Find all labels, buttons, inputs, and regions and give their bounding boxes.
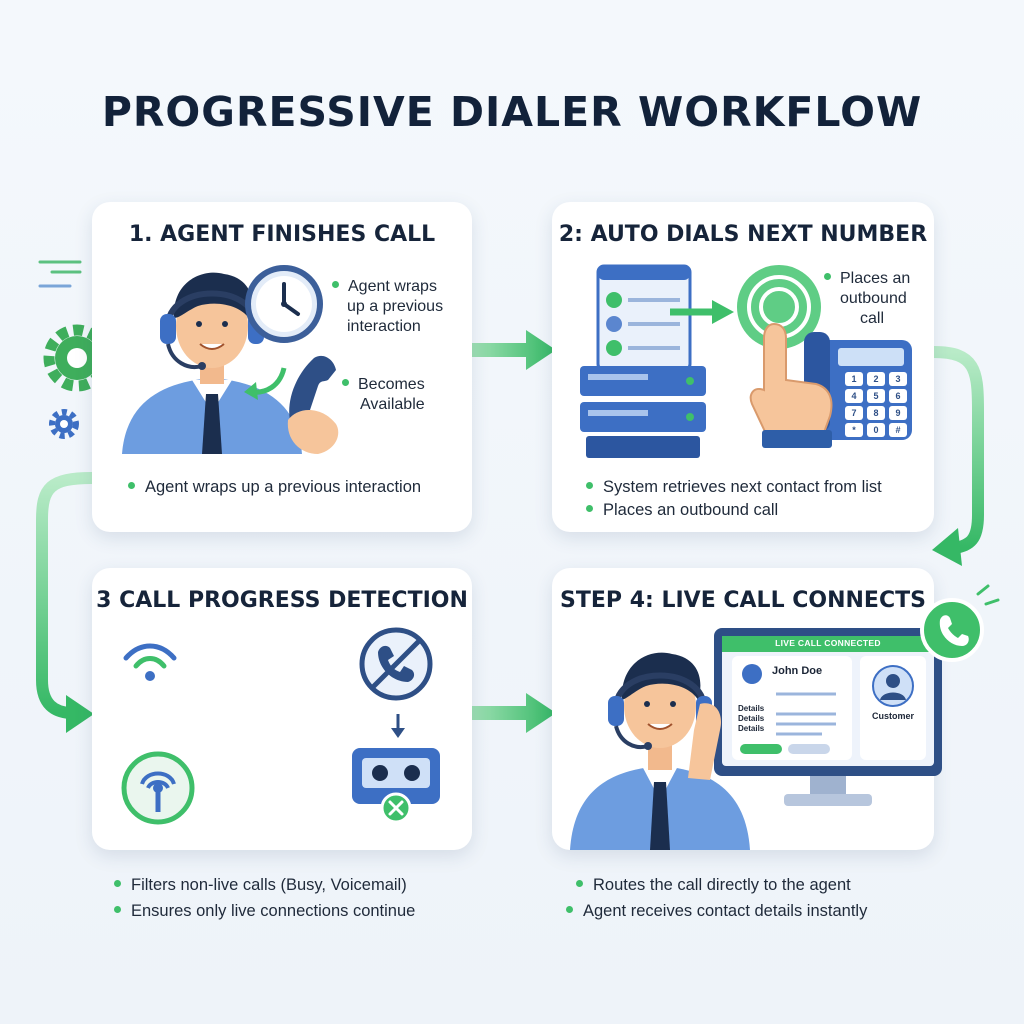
arrow-step2-to-step4 <box>928 346 984 554</box>
phone-handset-icon <box>287 355 339 454</box>
blocked-call-icon <box>359 627 433 701</box>
step-1-bullet-1: Agent wraps up a previous interaction <box>128 478 421 497</box>
arrow-step1-to-step2 <box>472 330 556 370</box>
keypad-key: 3 <box>889 372 907 386</box>
step-2-bullet-2: Places an outbound call <box>586 501 778 520</box>
step-4-title: STEP 4: LIVE CALL CONNECTS <box>560 588 926 613</box>
step-1-side-note-1: Agent wraps up a previous interaction <box>332 277 443 337</box>
keypad-key: 0 <box>867 423 885 437</box>
down-arrow-icon <box>391 714 405 738</box>
return-arrow-icon <box>244 367 287 400</box>
keypad-key: 1 <box>845 372 863 386</box>
radio-signal-icon <box>121 751 195 825</box>
step-4-bullet-2: Agent receives contact details instantly <box>566 902 867 921</box>
step-1-card: 1. AGENT FINISHES CALL Agent wraps <box>92 202 472 532</box>
monitor-icon <box>714 628 942 806</box>
keypad-key: 5 <box>867 389 885 403</box>
keypad-key: # <box>889 423 907 437</box>
step-2-bullet-1: System retrieves next contact from list <box>586 478 882 497</box>
keypad-key: 4 <box>845 389 863 403</box>
step-3-bullet-1: Filters non-live calls (Busy, Voicemail) <box>114 876 407 895</box>
agent-on-phone-icon <box>570 652 750 850</box>
keypad-key: 6 <box>889 389 907 403</box>
keypad-key: 8 <box>867 406 885 420</box>
step-4-bullet-1: Routes the call directly to the agent <box>576 876 851 895</box>
arrow-step1-to-step3 <box>36 472 98 719</box>
keypad-key: 2 <box>867 372 885 386</box>
customer-label: Customer <box>871 711 914 721</box>
step-4-card: STEP 4: LIVE CALL CONNECTS LIVE CALL CON… <box>552 568 942 850</box>
step-3-title: 3 CALL PROGRESS DETECTION <box>96 588 468 613</box>
voicemail-icon <box>352 748 440 824</box>
step-2-side-note: Places an outbound call <box>824 269 910 329</box>
keypad-key: 9 <box>889 406 907 420</box>
data-flow-arrow-icon <box>670 300 734 324</box>
page-title: PROGRESSIVE DIALER WORKFLOW <box>101 88 923 136</box>
contact-list-icon <box>596 264 692 372</box>
contact-details: Details Details Details <box>738 704 765 733</box>
wifi-signal-icon <box>123 643 177 681</box>
clock-icon <box>245 265 323 343</box>
keypad-key: 7 <box>845 406 863 420</box>
pointing-hand-icon <box>749 322 833 448</box>
audio-waveform-icon <box>130 636 334 780</box>
keypad-key: * <box>845 423 863 437</box>
step-3-bullet-2: Ensures only live connections continue <box>114 902 415 921</box>
step-3-card: 3 CALL PROGRESS DETECTION <box>92 568 472 850</box>
arrow-step3-to-step4 <box>472 693 556 733</box>
live-call-banner: LIVE CALL CONNECTED <box>775 638 881 648</box>
server-stack-icon <box>580 366 706 458</box>
step-1-side-note-2: Becomes Available <box>342 375 425 415</box>
step-2-title: 2: AUTO DIALS NEXT NUMBER <box>558 222 928 247</box>
step-1-title: 1. AGENT FINISHES CALL <box>128 222 436 247</box>
contact-name: John Doe <box>772 665 823 677</box>
whatsapp-call-icon <box>920 584 1000 662</box>
